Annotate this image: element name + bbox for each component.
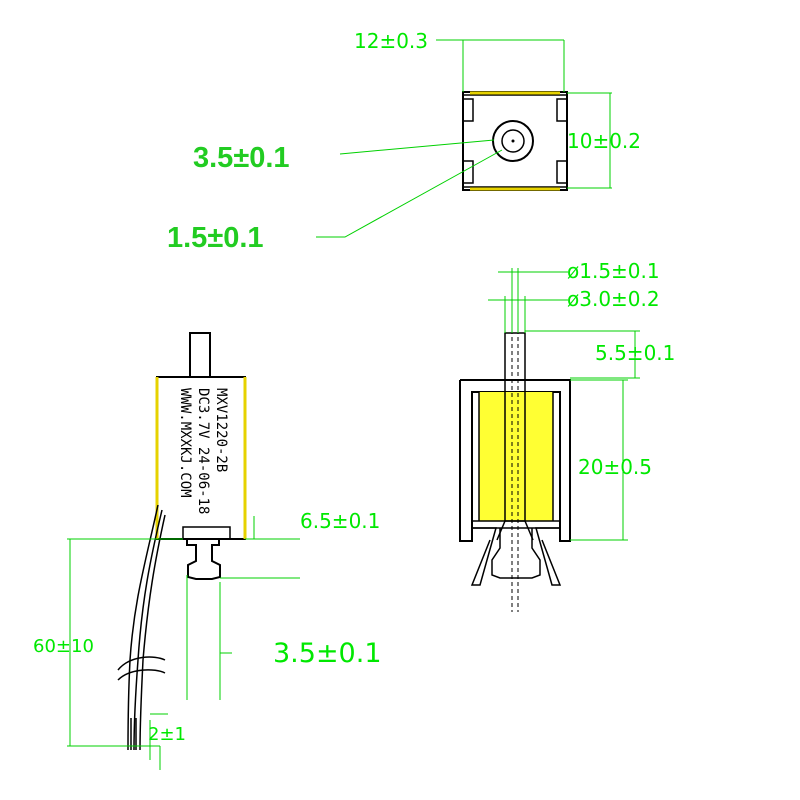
- top-view: 12±0.3 10±0.2 3.5±0.1 1.5±0.1: [167, 29, 641, 254]
- plunger-dia-dim: ø3.0±0.2: [567, 287, 660, 311]
- side-lead-dim: 60±10: [33, 636, 94, 657]
- inner-hole: [501, 129, 525, 153]
- hole-outer-dim: 3.5±0.1: [193, 142, 290, 174]
- section-plunger: [504, 332, 526, 522]
- top-height-dim: 10±0.2: [567, 129, 641, 153]
- side-label-line2: DC3.7V 24-06-18: [195, 388, 211, 514]
- protrusion-dim: 5.5±0.1: [595, 341, 675, 365]
- side-label-line3: WWW.MXXKJ.COM: [177, 388, 193, 498]
- side-bottom-dim: 6.5±0.1: [300, 509, 380, 533]
- hole-inner-dim: 1.5±0.1: [167, 222, 264, 254]
- pin-dia-dim: ø1.5±0.1: [567, 259, 660, 283]
- outer-hole: [492, 120, 534, 162]
- side-view: MXV1220-2B DC3.7V 24-06-18 WWW.MXXKJ.COM…: [33, 332, 382, 770]
- body-height-dim: 20±0.5: [578, 455, 652, 479]
- top-width-dim: 12±0.3: [354, 29, 428, 53]
- side-label-line1: MXV1220-2B: [213, 388, 229, 472]
- section-view: ø1.5±0.1 ø3.0±0.2 5.5±0.1 20±0.5: [459, 259, 675, 612]
- side-body: [156, 376, 246, 540]
- side-strip-dim: 2±1: [148, 724, 186, 745]
- coil-winding: [479, 392, 553, 521]
- side-nozzle-dim: 3.5±0.1: [273, 638, 382, 669]
- side-plunger: [189, 332, 211, 378]
